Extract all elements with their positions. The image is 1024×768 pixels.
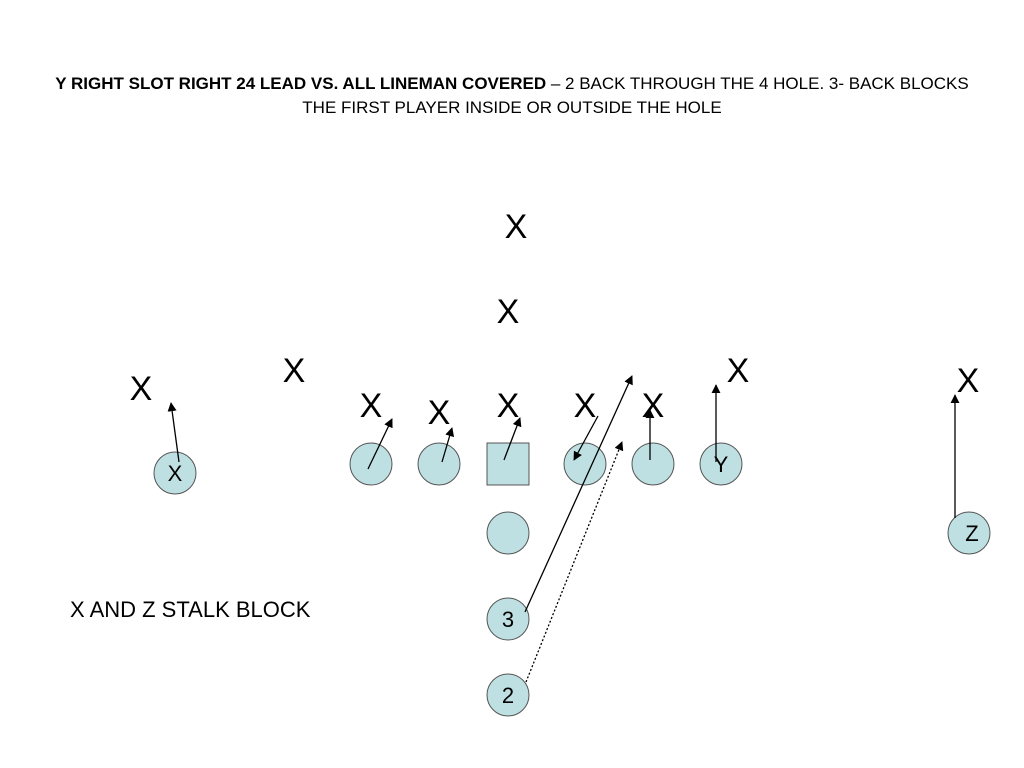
player-right-tackle [631,442,675,486]
player-z-receiver [947,511,991,555]
x-stalk-arrow [167,402,180,463]
defender-right-corner: X [957,362,980,400]
defender-lb: X [497,293,520,331]
player-2-back [486,673,530,717]
right-guard-block-arrow [573,415,599,461]
defender-right-tackle: X [574,387,597,425]
player-2-label: 2 [502,683,514,708]
player-y-label: Y [714,452,729,477]
stalk-block-note: X AND Z STALK BLOCK [70,597,311,622]
defender-right-olb: X [727,352,750,390]
left-guard-block-arrow [441,427,455,463]
player-x-receiver [153,451,197,495]
defender-left-corner: X [130,370,153,408]
left-tackle-block-arrow [367,418,393,470]
back-3-lead-arrow [524,375,633,613]
player-y-end [699,442,743,486]
defender-left-olb: X [283,352,306,390]
defender-left-tackle: X [428,394,451,432]
title-rest: – 2 BACK THROUGH THE 4 HOLE. 3- BACK BLO… [302,74,969,117]
player-left-guard [417,442,461,486]
player-z-label: Z [965,521,978,546]
back-2-carry-arrow [525,441,624,683]
title-bold: Y RIGHT SLOT RIGHT 24 LEAD VS. ALL LINEM… [55,74,547,93]
player-3-back [486,597,530,641]
defender-mlb: X [505,208,528,246]
diagram-title: Y RIGHT SLOT RIGHT 24 LEAD VS. ALL LINEM… [40,72,984,120]
defender-left-end: X [360,387,383,425]
player-x-label: X [168,461,183,486]
center-block-arrow [503,417,522,461]
defender-nose: X [497,387,520,425]
player-quarterback [486,511,530,555]
player-3-label: 3 [502,607,514,632]
